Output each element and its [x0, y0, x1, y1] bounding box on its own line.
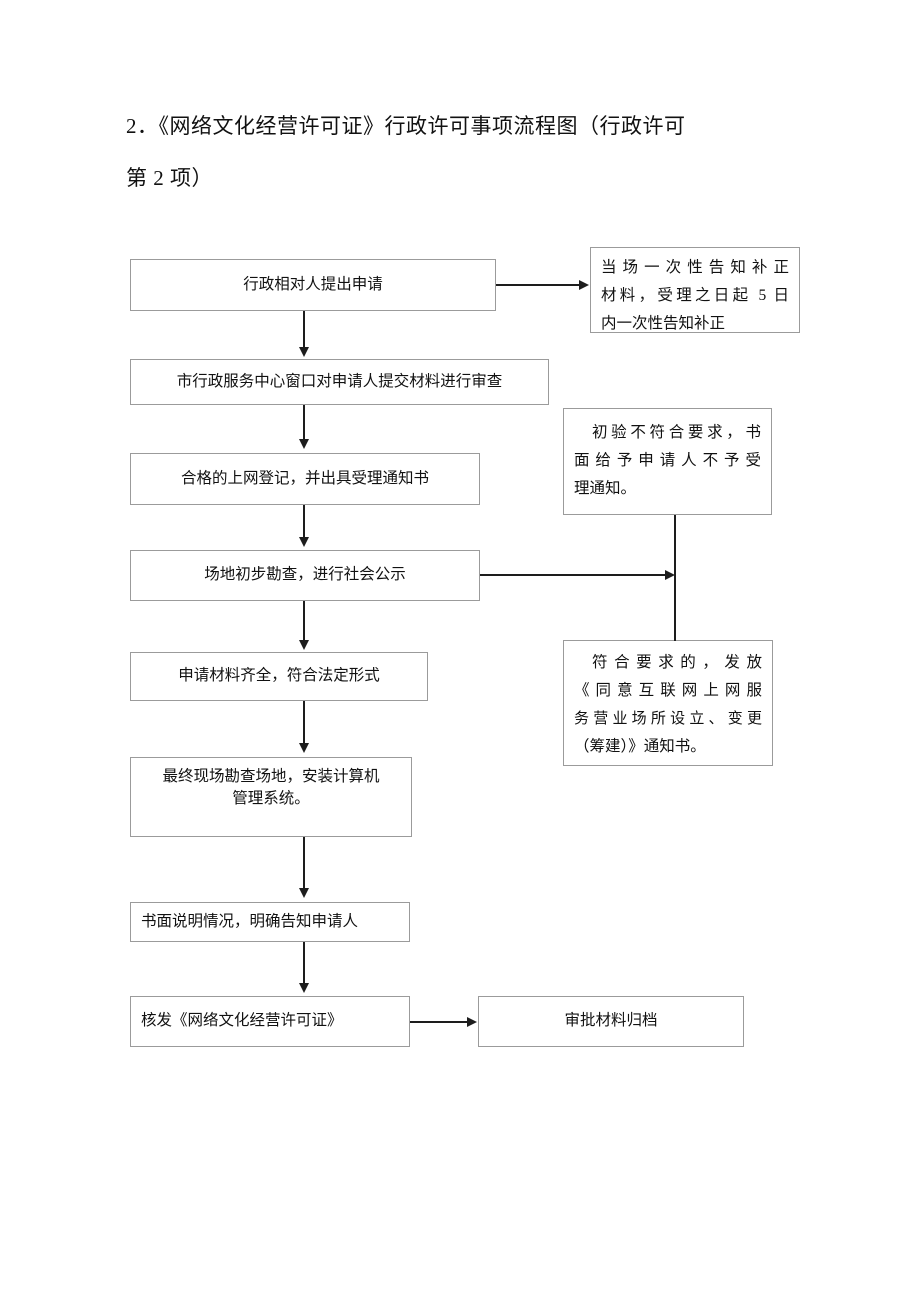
- note-reject-line3: 理通知。: [574, 480, 637, 497]
- connector-window-to-register-arrow: [298, 439, 309, 449]
- node-issue: 核发《网络文化经营许可证》: [130, 996, 410, 1047]
- connector-survey-to-materials: [303, 601, 305, 641]
- connector-reject-trunk: [674, 515, 676, 641]
- connector-register-to-survey-arrow: [298, 537, 309, 547]
- node-final-survey: 最终现场勘查场地，安装计算机 管理系统。: [130, 757, 412, 837]
- note-approve-line1: 符合要求的，发放: [592, 654, 762, 671]
- connector-register-to-survey: [303, 505, 305, 538]
- connector-final-to-written-arrow: [298, 888, 309, 898]
- note-onsite-notify-line2: 材料，受理之日起 5 日: [601, 287, 789, 304]
- connector-materials-to-final-arrow: [298, 743, 309, 753]
- node-survey-label: 场地初步勘查，进行社会公示: [204, 566, 406, 584]
- node-written-info-label: 书面说明情况，明确告知申请人: [141, 912, 359, 930]
- connector-written-to-issue: [303, 942, 305, 984]
- node-window-review-label: 市行政服务中心窗口对申请人提交材料进行审查: [176, 372, 503, 390]
- connector-final-to-written: [303, 837, 305, 889]
- node-final-survey-label-line2: 管理系统。: [232, 790, 310, 808]
- page-title-line1: 2．《网络文化经营许可证》行政许可事项流程图（行政许可: [126, 114, 686, 138]
- note-reject-line1: 初验不符合要求，书: [592, 424, 761, 441]
- connector-survey-to-materials-arrow: [298, 640, 309, 650]
- node-window-review: 市行政服务中心窗口对申请人提交材料进行审查: [130, 359, 549, 405]
- connector-written-to-issue-arrow: [298, 983, 309, 993]
- connector-window-to-register: [303, 405, 305, 440]
- node-apply: 行政相对人提出申请: [130, 259, 496, 311]
- node-materials: 申请材料齐全，符合法定形式: [130, 652, 428, 701]
- node-survey: 场地初步勘查，进行社会公示: [130, 550, 480, 601]
- note-onsite-notify-line1: 当场一次性告知补正: [601, 259, 789, 276]
- connector-issue-to-archive-arrow: [467, 1016, 477, 1027]
- note-reject: 初验不符合要求，书 面给予申请人不予受 理通知。: [563, 408, 772, 515]
- note-approve-line4: （筹建）》通知书。: [574, 738, 706, 755]
- node-archive-label: 审批材料归档: [564, 1012, 658, 1030]
- note-approve-line2: 《同意互联网上网服: [574, 682, 762, 699]
- note-onsite-notify-line3: 内一次性告知补正: [601, 315, 726, 332]
- node-apply-label: 行政相对人提出申请: [243, 275, 383, 293]
- note-approve: 符合要求的，发放 《同意互联网上网服 务营业场所设立、变更 （筹建）》通知书。: [563, 640, 773, 766]
- connector-apply-to-window: [303, 311, 305, 349]
- note-reject-line2: 面给予申请人不予受: [574, 452, 761, 469]
- node-materials-label: 申请材料齐全，符合法定形式: [178, 667, 380, 685]
- connector-materials-to-final: [303, 701, 305, 743]
- connector-issue-to-archive: [410, 1021, 468, 1023]
- connector-apply-to-window-arrow: [298, 347, 309, 357]
- connector-apply-to-note: [496, 284, 580, 286]
- node-written-info: 书面说明情况，明确告知申请人: [130, 902, 410, 942]
- connector-survey-to-trunk-arrow: [665, 569, 675, 580]
- connector-survey-to-trunk: [480, 574, 670, 576]
- connector-apply-to-note-arrow: [579, 279, 589, 290]
- page-title: 2．《网络文化经营许可证》行政许可事项流程图（行政许可第 2 项）: [126, 100, 816, 204]
- page-title-line2: 第 2 项）: [126, 166, 213, 190]
- node-issue-label: 核发《网络文化经营许可证》: [141, 1012, 343, 1030]
- node-register-label: 合格的上网登记，并出具受理通知书: [180, 469, 429, 487]
- note-onsite-notify: 当场一次性告知补正 材料，受理之日起 5 日 内一次性告知补正: [590, 247, 800, 333]
- node-archive: 审批材料归档: [478, 996, 744, 1047]
- node-final-survey-label-line1: 最终现场勘查场地，安装计算机: [162, 768, 380, 785]
- node-register: 合格的上网登记，并出具受理通知书: [130, 453, 480, 505]
- note-approve-line3: 务营业场所设立、变更: [574, 711, 762, 727]
